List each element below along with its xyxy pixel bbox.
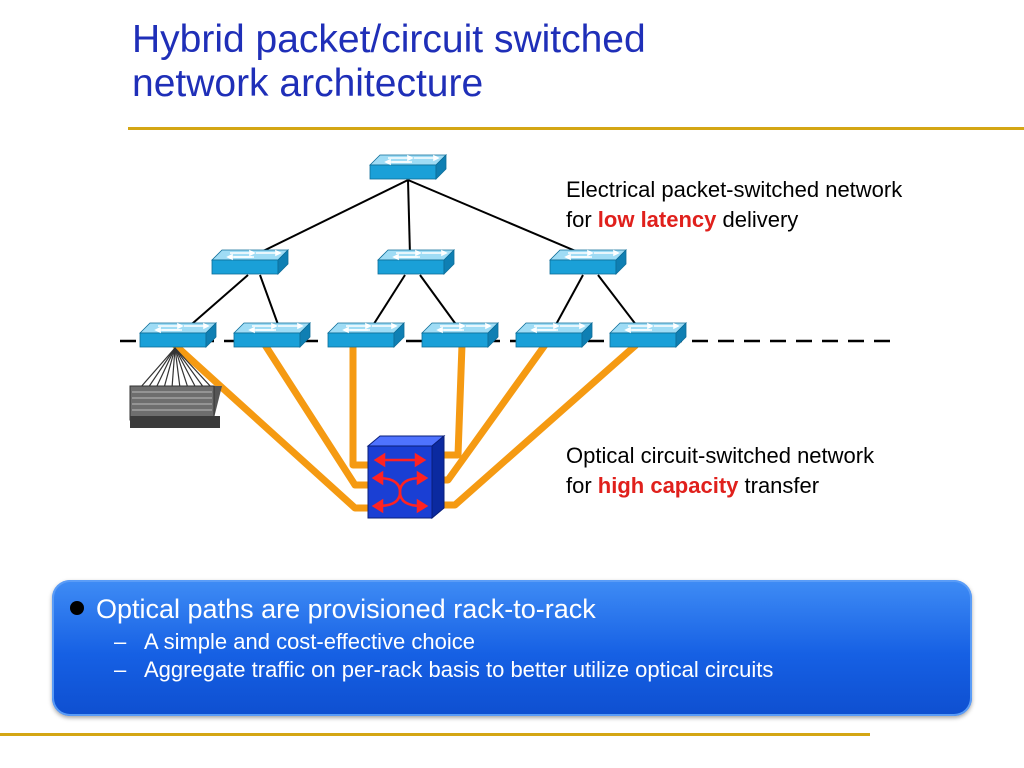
server-rack-icon — [129, 347, 222, 428]
optical-caption-line-1: Optical circuit-switched network — [566, 443, 875, 468]
electrical-network-caption: Electrical packet-switched network for l… — [566, 175, 902, 235]
tor-switch-icon — [327, 322, 405, 348]
dash-icon: – — [114, 629, 127, 654]
aggregation-switch-icon — [211, 249, 289, 275]
optical-caption-post: transfer — [738, 473, 820, 498]
tor-switch-icon — [421, 322, 499, 348]
aggregation-switch-icon — [549, 249, 627, 275]
packet-links — [184, 179, 641, 331]
tor-switch-icon — [609, 322, 687, 348]
electrical-caption-pre: for — [566, 207, 598, 232]
title-divider — [128, 127, 1024, 130]
sub-bullet: –Aggregate traffic on per-rack basis to … — [114, 656, 773, 684]
summary-box: Optical paths are provisioned rack-to-ra… — [52, 580, 972, 716]
electrical-caption-line-1: Electrical packet-switched network — [566, 177, 903, 202]
tor-switch-icon — [139, 322, 217, 348]
low-latency-highlight: low latency — [597, 207, 717, 232]
electrical-caption-post: delivery — [716, 207, 799, 232]
main-bullet-text: Optical paths are provisioned rack-to-ra… — [96, 594, 596, 624]
title-line-2: network architecture — [132, 62, 484, 105]
electrical-caption-line-2: for low latency delivery — [566, 205, 902, 235]
bullet-dot-icon — [70, 600, 84, 615]
aggregation-switch-icon — [377, 249, 455, 275]
sub-bullet-text: A simple and cost-effective choice — [144, 629, 475, 654]
optical-circuit-switch-icon — [366, 434, 446, 520]
main-bullet: Optical paths are provisioned rack-to-ra… — [70, 592, 596, 626]
tor-switch-icon — [515, 322, 593, 348]
sub-bullet: –A simple and cost-effective choice — [114, 628, 475, 656]
high-capacity-highlight: high capacity — [597, 473, 739, 498]
optical-network-caption: Optical circuit-switched network for hig… — [566, 441, 874, 501]
dash-icon: – — [114, 657, 127, 682]
slide-title: Hybrid packet/circuit switched network a… — [132, 18, 646, 106]
optical-caption-pre: for — [566, 473, 598, 498]
footer-divider — [0, 733, 870, 736]
optical-caption-line-2: for high capacity transfer — [566, 471, 874, 501]
sub-bullet-text: Aggregate traffic on per-rack basis to b… — [144, 657, 774, 682]
tor-switch-icon — [233, 322, 311, 348]
core-switch-icon — [369, 154, 447, 180]
title-line-1: Hybrid packet/circuit switched — [132, 18, 646, 61]
